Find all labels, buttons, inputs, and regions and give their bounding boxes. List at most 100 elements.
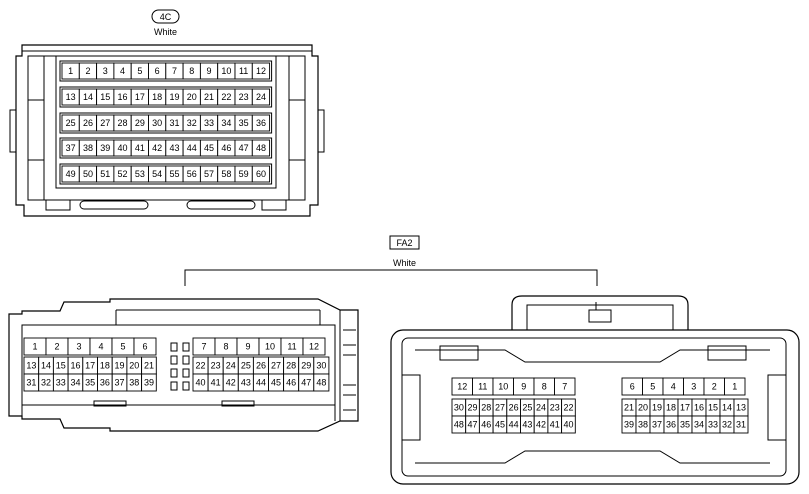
pin-cell: 21: [141, 356, 157, 375]
pin-cell: 54: [148, 165, 167, 183]
pin-number: 7: [562, 382, 567, 392]
pin-cell: 46: [217, 139, 236, 157]
pin-cell: 19: [649, 398, 665, 417]
pin-number: 30: [152, 118, 162, 128]
pin-number: 39: [624, 420, 634, 430]
pin-cell: 25: [61, 114, 80, 132]
pin-number: 26: [509, 403, 519, 413]
pin-cell: 26: [78, 114, 98, 132]
pin-cell: 47: [234, 139, 253, 157]
connector-fa2-code: FA2: [396, 238, 412, 248]
pin-cell: 42: [148, 139, 167, 157]
pin-cell: 35: [82, 373, 98, 392]
pin-cell: 42: [222, 373, 239, 392]
pin-number: 1: [732, 382, 737, 392]
pin-number: 39: [100, 143, 110, 153]
pin-number: 23: [211, 361, 221, 371]
pin-cell: 45: [268, 373, 285, 392]
pin-number: 31: [169, 118, 179, 128]
pin-number: 13: [26, 361, 36, 371]
pin-cell: 40: [113, 139, 132, 157]
pin-number: 1: [68, 66, 73, 76]
pin-cell: 31: [23, 373, 40, 392]
pin-number: 10: [498, 382, 508, 392]
pin-cell: 43: [237, 373, 254, 392]
pin-number: 40: [118, 143, 128, 153]
pin-cell: 47: [465, 415, 480, 434]
pin-number: 13: [736, 403, 746, 413]
pin-number: 22: [196, 361, 206, 371]
pin-number: 27: [495, 403, 505, 413]
pin-number: 12: [256, 66, 266, 76]
pin-number: 5: [120, 342, 125, 352]
pin-cell: 12: [251, 62, 271, 80]
pin-cell: 36: [663, 415, 679, 434]
pin-row-frame: [59, 60, 273, 82]
pin-cell: 25: [237, 356, 254, 375]
pin-number: 30: [316, 361, 326, 371]
pin-number: 45: [271, 378, 281, 388]
pin-number: 11: [239, 66, 248, 76]
pin-cell: 22: [192, 356, 209, 375]
pin-cell: 19: [111, 356, 128, 375]
pin-number: 49: [66, 169, 76, 179]
pin-number: 15: [56, 361, 66, 371]
pin-cell: 15: [96, 88, 115, 106]
pin-number: 27: [271, 361, 281, 371]
pin-cell: 6: [621, 377, 643, 396]
pin-number: 45: [495, 420, 505, 430]
pin-number: 16: [70, 361, 80, 371]
pin-cell: 8: [182, 62, 201, 80]
pin-cell: 45: [199, 139, 219, 157]
pin-number: 14: [83, 92, 93, 102]
pin-number: 47: [301, 378, 311, 388]
pin-number: 20: [187, 92, 197, 102]
pin-cell: 27: [268, 356, 285, 375]
pin-cell: 50: [78, 165, 98, 183]
pin-cell: 43: [520, 415, 535, 434]
pin-cell: 53: [130, 165, 149, 183]
pin-cell: 28: [478, 398, 494, 417]
pin-number: 47: [468, 420, 478, 430]
pin-cell: 4: [113, 62, 132, 80]
pin-cell: 18: [148, 88, 167, 106]
pin-cell: 21: [621, 398, 637, 417]
pin-number: 41: [550, 420, 560, 430]
pin-cell: 14: [78, 88, 98, 106]
pin-number: 33: [204, 118, 214, 128]
pin-cell: 55: [165, 165, 184, 183]
pin-number: 7: [172, 66, 177, 76]
pin-number: 53: [135, 169, 145, 179]
pin-number: 48: [316, 378, 326, 388]
pin-cell: 1: [724, 377, 746, 396]
pin-cell: 2: [78, 62, 98, 80]
pin-number: 43: [522, 420, 532, 430]
pin-number: 19: [169, 92, 179, 102]
pin-cell: 60: [251, 165, 271, 183]
pin-number: 30: [454, 403, 464, 413]
pin-number: 37: [652, 420, 662, 430]
pin-number: 4: [98, 342, 103, 352]
pin-cell: 30: [313, 356, 330, 375]
pin-cell: 38: [126, 373, 143, 392]
pin-number: 57: [204, 169, 214, 179]
pin-number: 52: [118, 169, 128, 179]
pin-number: 12: [457, 382, 467, 392]
pin-cell: 57: [199, 165, 219, 183]
pin-number: 27: [100, 118, 110, 128]
pin-cell: 24: [222, 356, 239, 375]
pin-number: 9: [521, 382, 526, 392]
pin-number: 21: [144, 361, 154, 371]
pin-number: 25: [241, 361, 251, 371]
pin-number: 23: [239, 92, 249, 102]
pin-cell: 4: [662, 377, 684, 396]
pin-number: 35: [85, 378, 95, 388]
pin-number: 4: [671, 382, 676, 392]
pin-cell: 42: [533, 415, 549, 434]
pin-cell: 15: [705, 398, 721, 417]
pin-number: 59: [239, 169, 249, 179]
pin-number: 8: [542, 382, 547, 392]
pin-number: 26: [83, 118, 93, 128]
pin-number: 9: [207, 66, 212, 76]
